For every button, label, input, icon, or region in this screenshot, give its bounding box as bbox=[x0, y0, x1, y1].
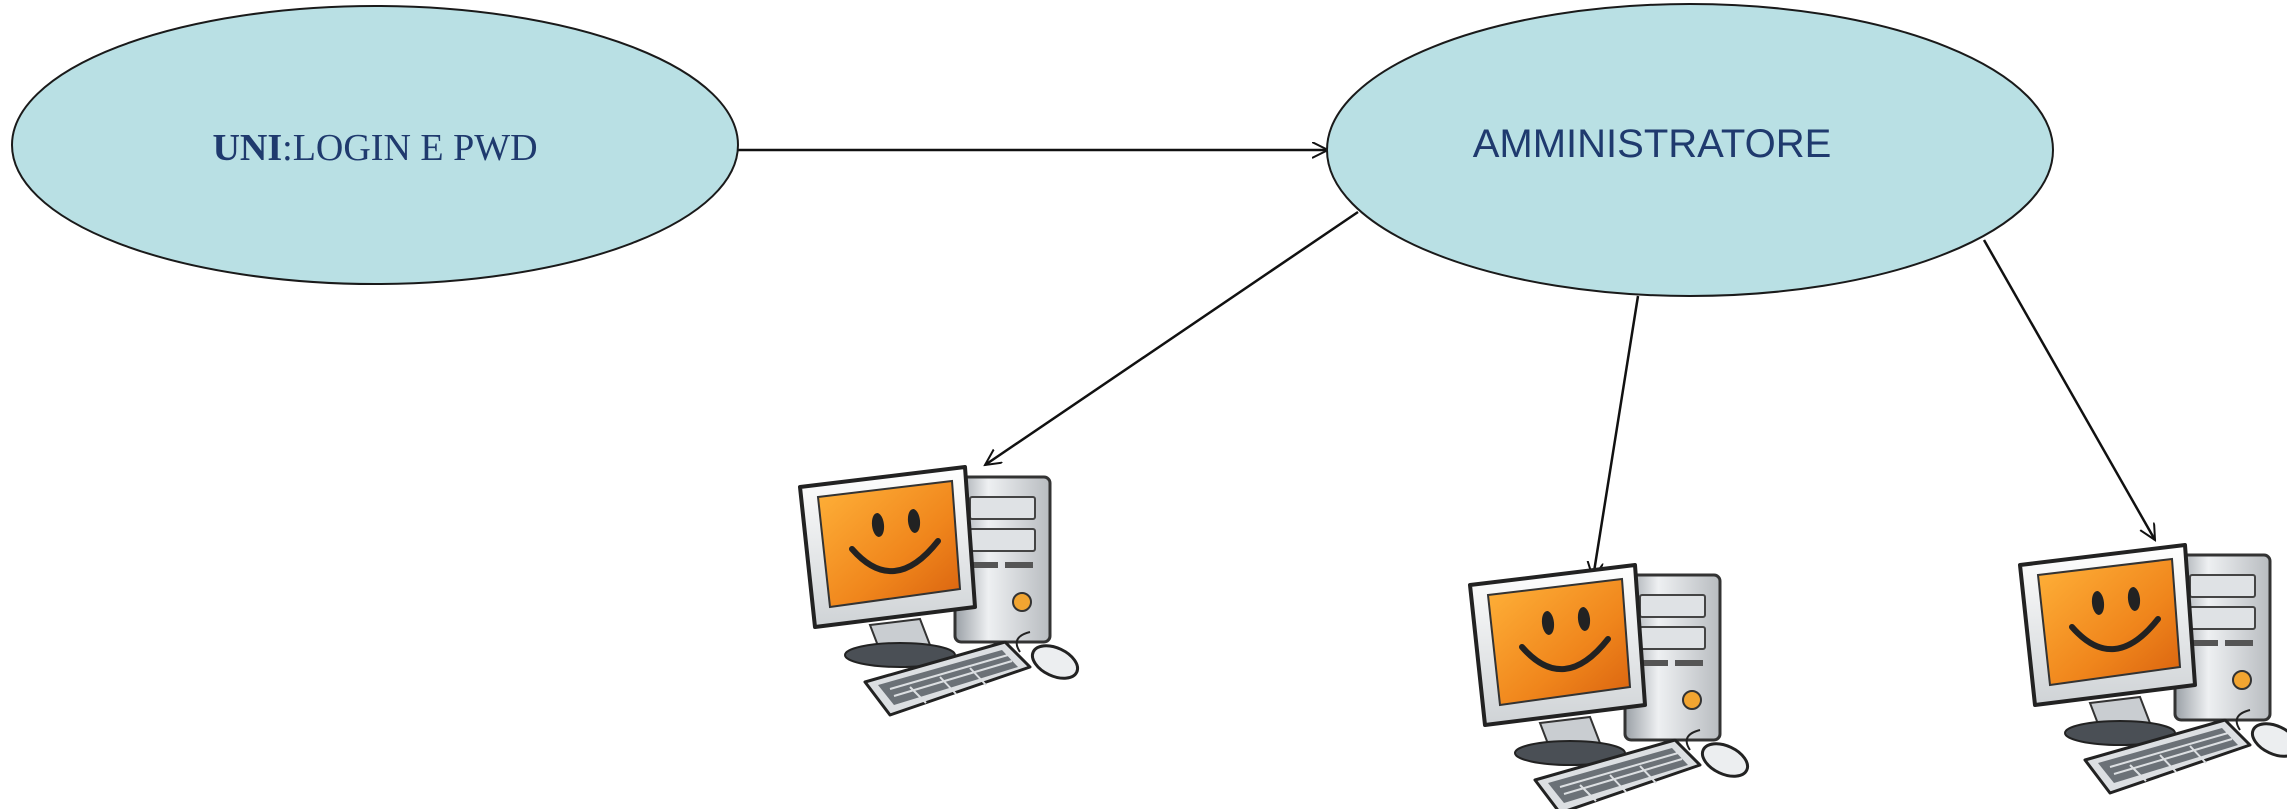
computer-smiley-icon bbox=[2020, 545, 2287, 793]
node-uni-label: UNI:LOGIN E PWD bbox=[212, 127, 537, 169]
node-admin-label: AMMINISTRATORE bbox=[1473, 122, 1832, 166]
node-uni-label-bold: UNI bbox=[212, 127, 282, 169]
node-uni-login: UNI:LOGIN E PWD bbox=[11, 5, 739, 285]
node-amministratore: AMMINISTRATORE bbox=[1326, 3, 2054, 297]
computer-smiley-icon bbox=[800, 467, 1083, 715]
computer-smiley-icon bbox=[1470, 565, 1753, 809]
arrow-admin-to-computer-1 bbox=[985, 210, 1359, 465]
arrow-admin-to-computer-2 bbox=[1593, 295, 1640, 578]
node-uni-label-rest: :LOGIN E PWD bbox=[282, 127, 537, 169]
arrow-admin-to-computer-3 bbox=[1982, 239, 2155, 540]
